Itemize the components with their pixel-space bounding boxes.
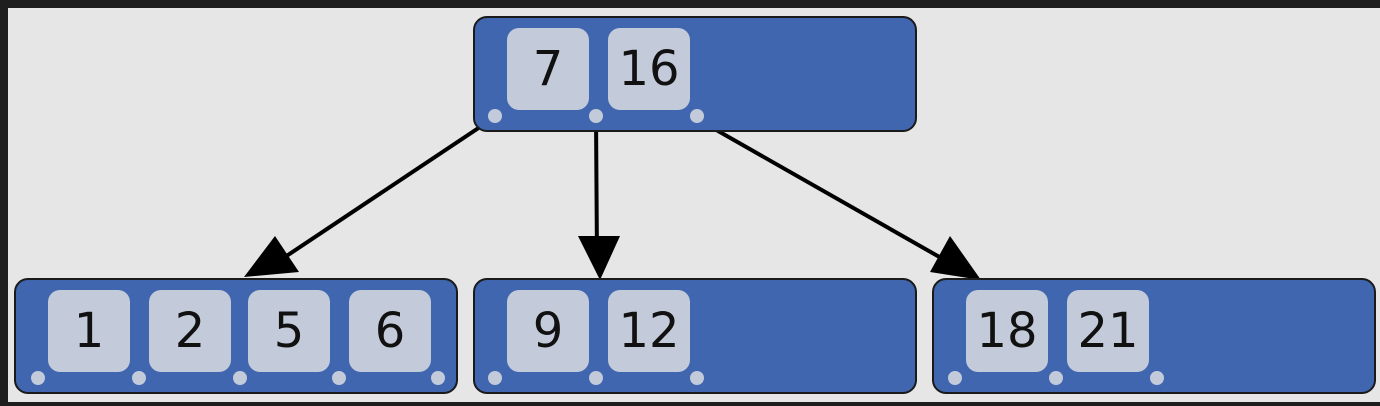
root-pointer-1 [488,109,502,123]
child3-pointer-3 [1150,371,1164,385]
child1-key-1: 1 [48,290,130,372]
root-key-2: 16 [608,28,690,110]
child1-key-3: 5 [248,290,330,372]
child1-pointer-3 [233,371,247,385]
child2-key-1: 9 [507,290,589,372]
child2-pointer-1 [488,371,502,385]
child3-key-1: 18 [966,290,1048,372]
btree-canvas: 7 16 1 2 5 6 9 12 18 [8,8,1380,402]
edge-root-to-child-1 [244,115,497,277]
btree-child-node-3: 18 21 [932,278,1376,394]
btree-root-node: 7 16 [473,16,917,132]
edge-root-to-child-3 [696,117,981,280]
child2-pointer-2 [589,371,603,385]
root-pointer-2 [589,109,603,123]
child3-pointer-2 [1049,371,1063,385]
btree-child-node-1: 1 2 5 6 [14,278,458,394]
child3-key-2: 21 [1067,290,1149,372]
root-key-1: 7 [507,28,589,110]
child1-pointer-5 [431,371,445,385]
child2-pointer-3 [690,371,704,385]
edge-root-to-child-2 [578,116,620,280]
child1-key-4: 6 [349,290,431,372]
child1-pointer-4 [332,371,346,385]
child2-key-2: 12 [608,290,690,372]
root-pointer-3 [690,109,704,123]
btree-child-node-2: 9 12 [473,278,917,394]
child1-pointer-2 [132,371,146,385]
child1-key-2: 2 [149,290,231,372]
child1-pointer-1 [31,371,45,385]
child3-pointer-1 [948,371,962,385]
